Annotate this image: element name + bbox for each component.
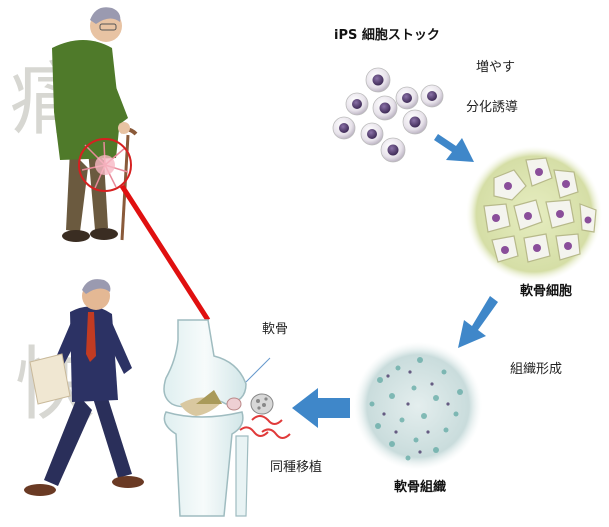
cartilage-tissue-circle	[354, 342, 482, 470]
arrow-tissue-formation	[458, 296, 498, 348]
allograft-label: 同種移植	[270, 460, 323, 475]
cartilage-label: 軟骨	[262, 322, 289, 337]
tissue-formation-label: 組織形成	[510, 362, 563, 377]
differentiate-label: 分化誘導	[466, 100, 519, 115]
graft-piece	[250, 393, 274, 415]
knee-joint-illustration	[163, 319, 291, 517]
chondrocyte-circle	[466, 146, 602, 282]
arrow-transplant	[292, 388, 350, 428]
ips-stock-label: iPS 細胞ストック	[334, 28, 440, 43]
connector-line	[119, 184, 211, 322]
knee-pain-marker	[78, 138, 132, 192]
arrow-differentiation	[434, 134, 474, 162]
businessman-figure	[24, 279, 144, 496]
elderly-man-figure	[52, 7, 138, 242]
multiply-label: 増やす	[476, 60, 516, 75]
cartilage-tissue-label: 軟骨組織	[394, 480, 447, 495]
chondrocyte-label: 軟骨細胞	[520, 284, 573, 299]
ips-cell-stock	[332, 67, 444, 163]
